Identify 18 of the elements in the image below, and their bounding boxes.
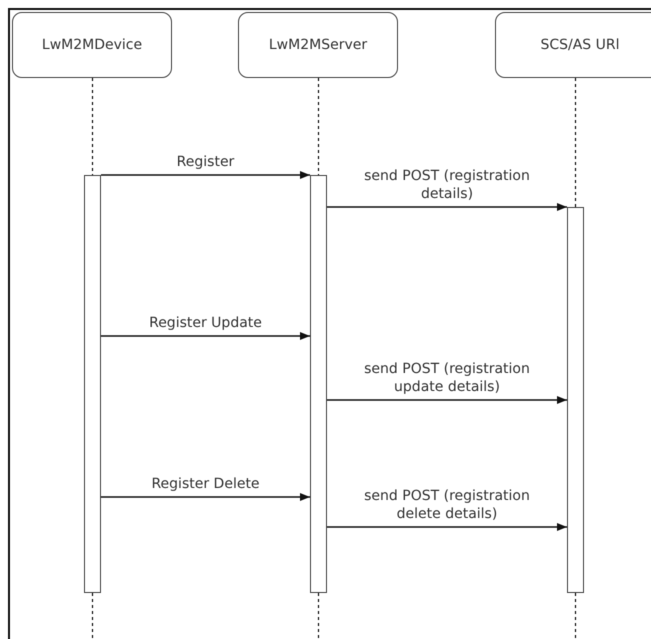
lifeline bbox=[574, 78, 576, 207]
message-arrow bbox=[327, 396, 567, 404]
lifeline bbox=[92, 78, 94, 175]
participant-box: SCS/AS URl bbox=[495, 12, 651, 78]
participant-box: LwM2MServer bbox=[238, 12, 398, 78]
lifeline bbox=[318, 78, 320, 175]
participant-box: LwM2MDevice bbox=[12, 12, 172, 78]
activation-bar bbox=[310, 175, 327, 593]
message-arrow bbox=[327, 523, 567, 531]
lifeline bbox=[574, 593, 576, 639]
message-arrow bbox=[101, 171, 310, 179]
activation-bar bbox=[567, 207, 584, 593]
message-arrow bbox=[101, 493, 310, 501]
message-arrow bbox=[327, 203, 567, 211]
activation-bar bbox=[84, 175, 101, 593]
message-arrow bbox=[101, 332, 310, 340]
lifeline bbox=[318, 593, 320, 639]
lifeline bbox=[92, 593, 94, 639]
